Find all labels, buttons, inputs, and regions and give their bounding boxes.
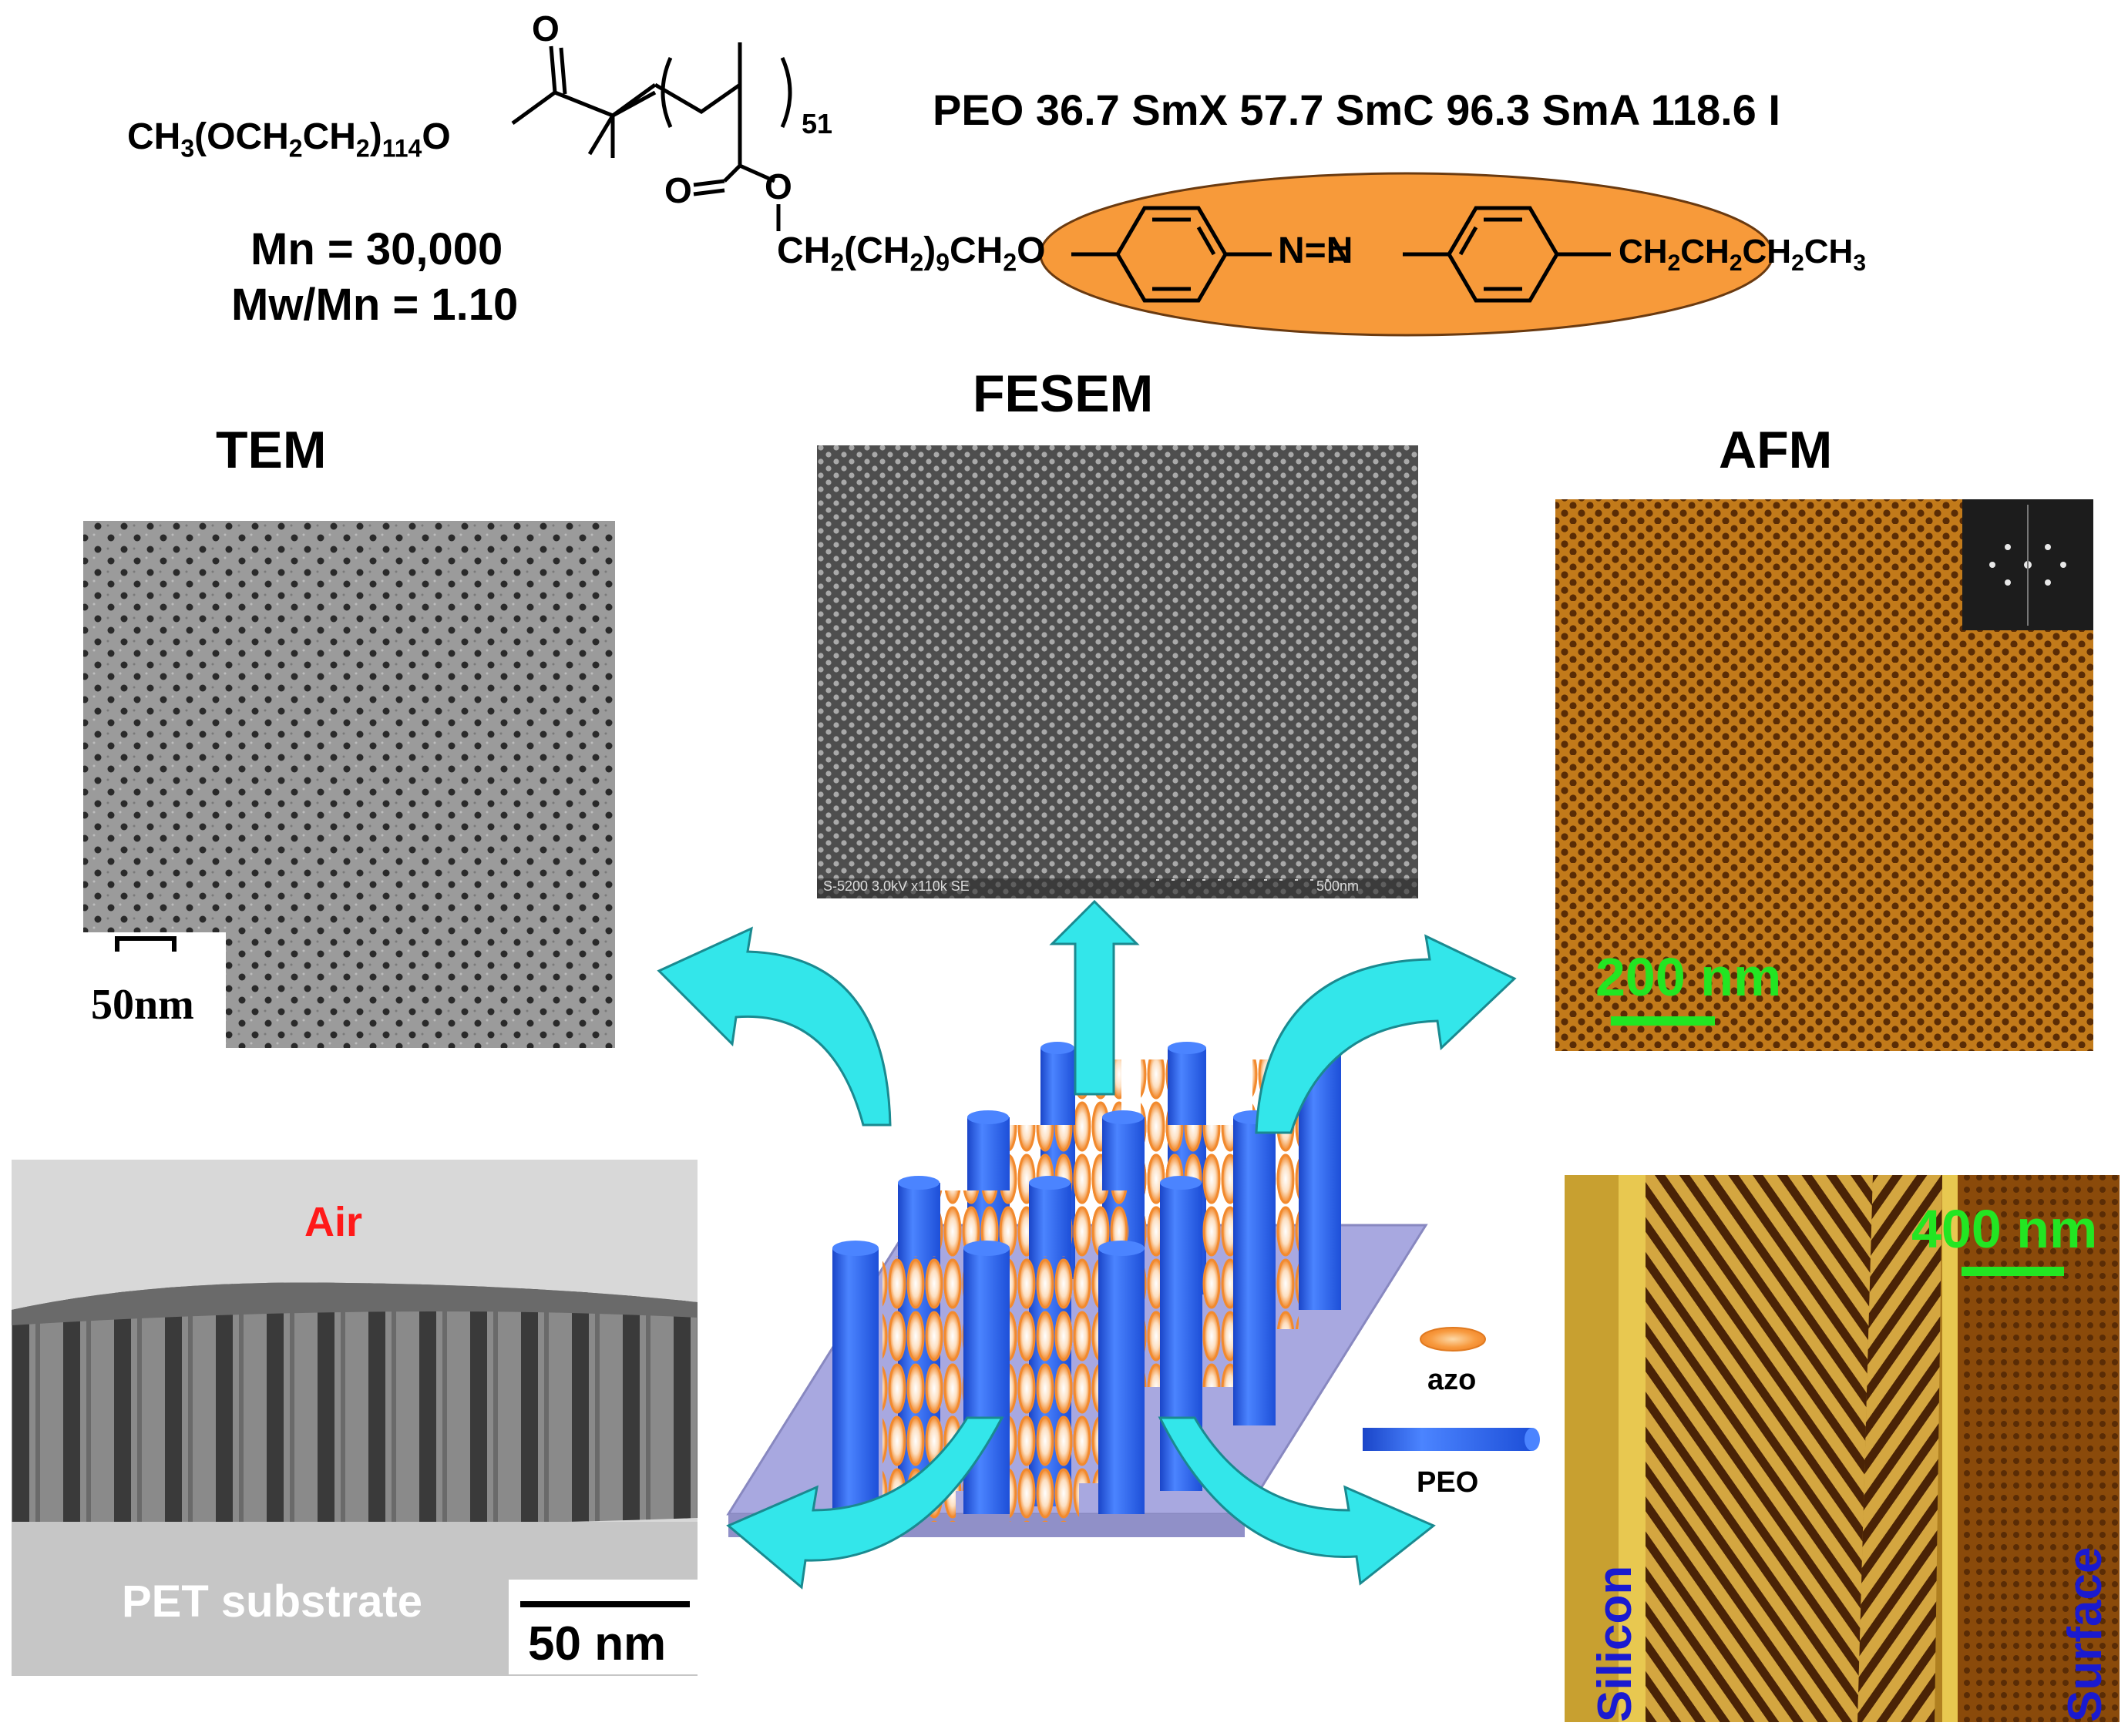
carbonyl-o-side: O bbox=[664, 170, 692, 210]
carbonyl-o-top: O bbox=[532, 8, 560, 49]
fesem-title: FESEM bbox=[973, 364, 1154, 423]
repeat-subscript: 51 bbox=[802, 108, 833, 139]
afm-image bbox=[1555, 499, 2093, 1051]
cross-section-scale-label: 50 nm bbox=[528, 1617, 667, 1671]
arrows bbox=[657, 899, 1517, 1590]
legend-azo-icon bbox=[1420, 1327, 1486, 1352]
tem-title: TEM bbox=[216, 421, 327, 479]
peo-block-label: CH3(OCH2CH2)114O bbox=[127, 116, 451, 163]
surface-label: Surface bbox=[2059, 1546, 2112, 1722]
pdi-label: Mw/Mn = 1.10 bbox=[231, 280, 519, 330]
schematic bbox=[726, 1041, 1428, 1537]
peo-cylinder-front-1 bbox=[832, 1241, 879, 1514]
peo-cylinder-front-3 bbox=[1098, 1241, 1145, 1514]
chemical-structure bbox=[511, 42, 1774, 337]
silicon-label: Silicon bbox=[1588, 1565, 1642, 1722]
tem-image bbox=[83, 521, 615, 1048]
edge-scale-label: 400 nm bbox=[1911, 1199, 2098, 1259]
legend-azo-label: azo bbox=[1427, 1364, 1477, 1396]
afm-scale-label: 200 nm bbox=[1595, 947, 1782, 1007]
fesem-footer-right: 500nm bbox=[1316, 878, 1360, 894]
air-label: Air bbox=[304, 1199, 363, 1245]
fesem-image bbox=[817, 445, 1418, 898]
azo-linkage-label: N=N bbox=[1278, 230, 1353, 271]
legend-peo-icon bbox=[1363, 1428, 1540, 1451]
pet-substrate-label: PET substrate bbox=[122, 1577, 422, 1627]
arrow-to-afm bbox=[1255, 934, 1517, 1134]
cross-section-image bbox=[12, 1160, 698, 1676]
edge-afm-image bbox=[1565, 1175, 2120, 1722]
peo-cylinder-front-2 bbox=[963, 1241, 1010, 1514]
peo-cylinder-mid-3 bbox=[1233, 1110, 1276, 1425]
ester-o: O bbox=[765, 166, 792, 207]
mn-label: Mn = 30,000 bbox=[250, 224, 503, 274]
arrow-to-tem bbox=[657, 926, 892, 1127]
phase-sequence: PEO 36.7 SmX 57.7 SmC 96.3 SmA 118.6 I bbox=[933, 86, 1780, 134]
arrow-to-fesem bbox=[1049, 899, 1140, 1096]
fesem-footer-left: S-5200 3.0kV x110k SE bbox=[823, 878, 970, 894]
spacer-label: CH2(CH2)9CH2O bbox=[777, 230, 1046, 277]
legend-peo-label: PEO bbox=[1417, 1466, 1479, 1499]
tem-scale-bar bbox=[115, 936, 176, 952]
tail-label: CH2CH2CH2CH3 bbox=[1619, 233, 1866, 276]
afm-title: AFM bbox=[1719, 421, 1833, 479]
tem-scale-label: 50nm bbox=[91, 981, 194, 1029]
legend bbox=[1363, 1327, 1540, 1451]
arrow-to-cross-section bbox=[726, 1416, 1004, 1590]
arrow-to-edge bbox=[1158, 1416, 1436, 1586]
